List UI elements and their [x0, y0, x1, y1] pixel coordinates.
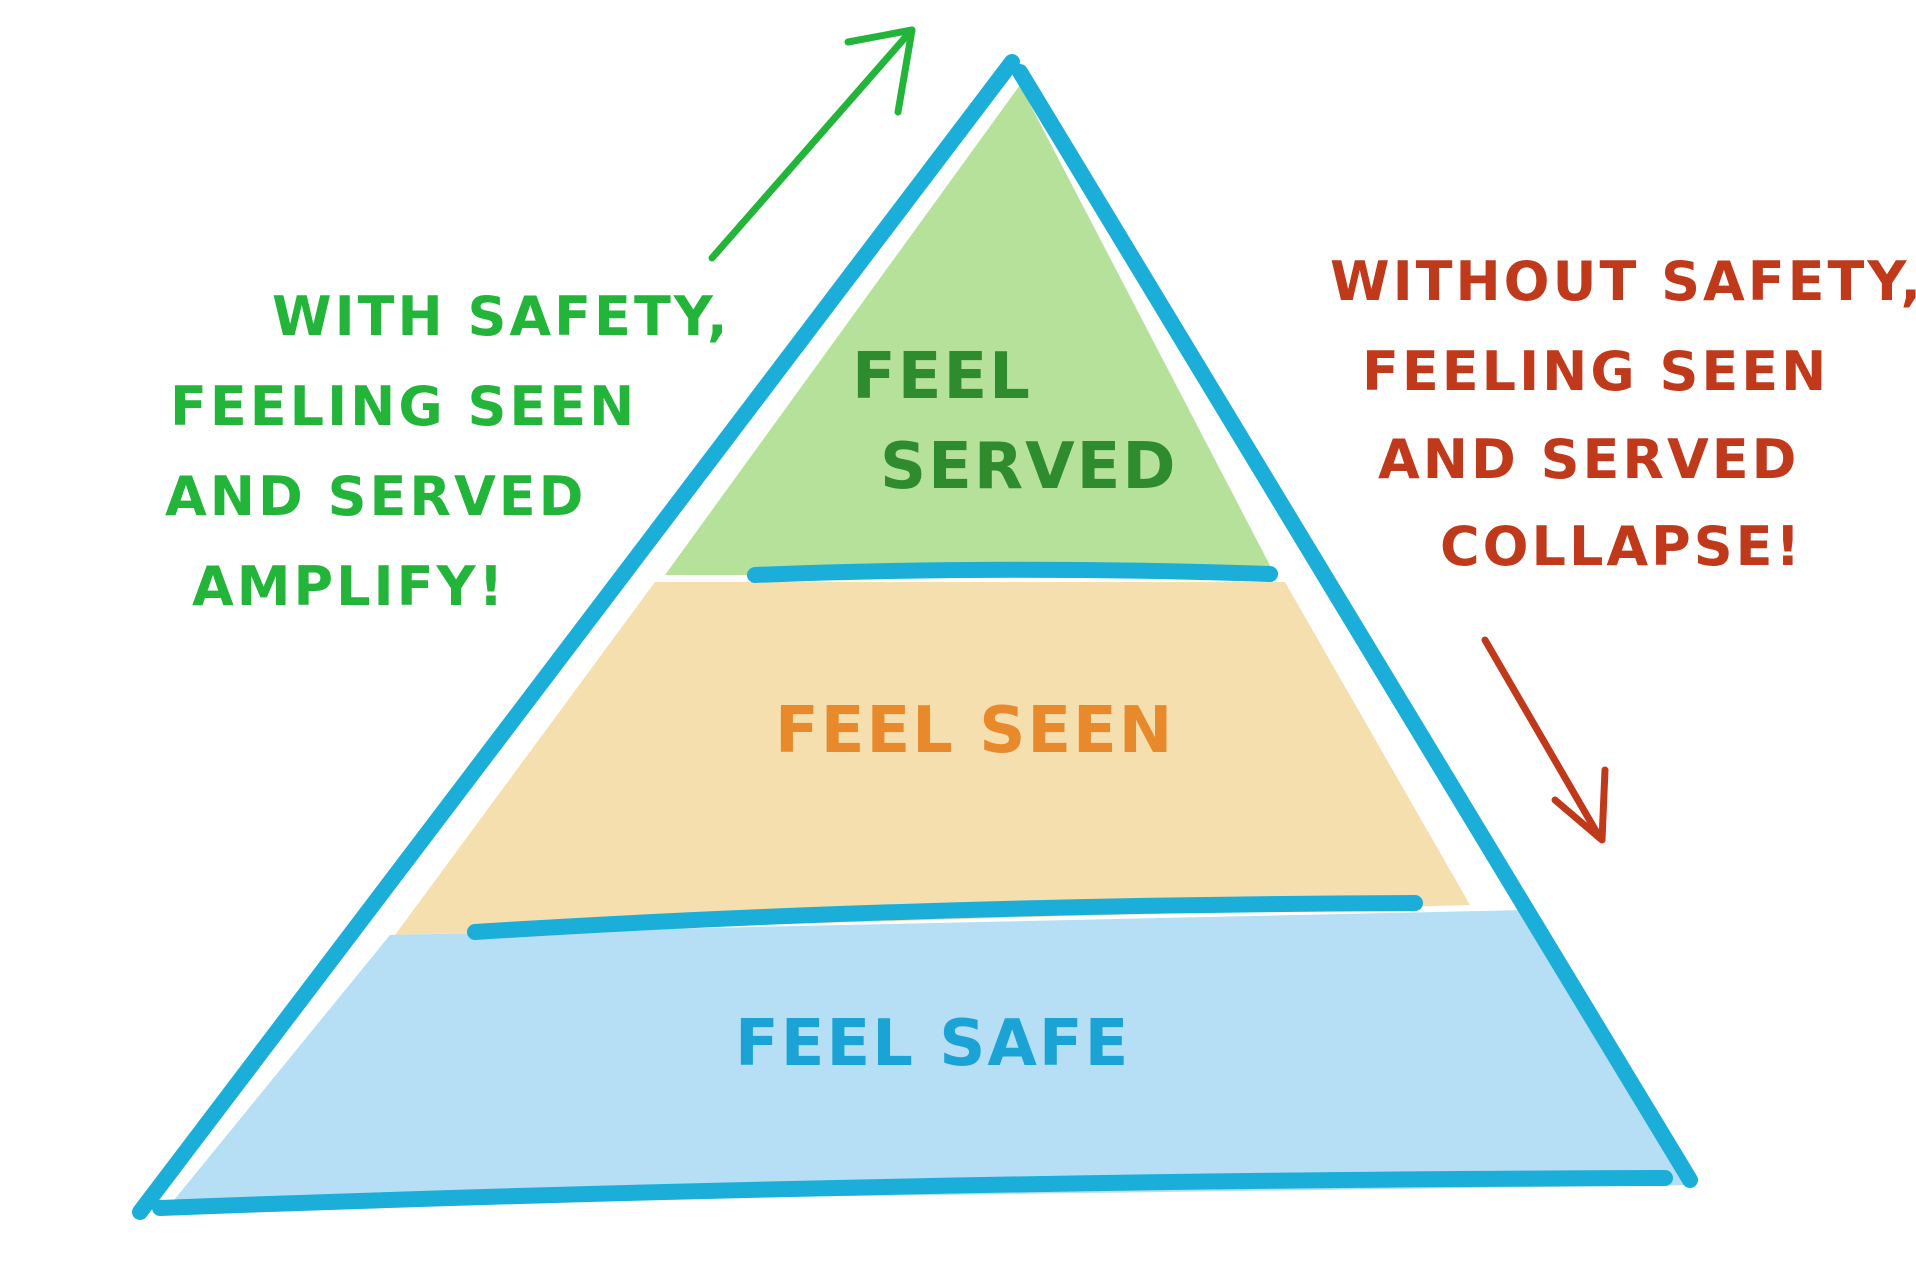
amplify-note-line-1: WITH SAFETY,: [272, 285, 730, 348]
collapse-note-line-1: WITHOUT SAFETY,: [1330, 250, 1916, 313]
collapse-note: WITHOUT SAFETY, FEELING SEEN AND SERVED …: [1330, 250, 1916, 578]
pyramid-right-edge: [1012, 64, 1698, 1188]
amplify-note-line-2: FEELING SEEN: [170, 375, 637, 438]
amplify-note-line-4: AMPLIFY!: [192, 555, 506, 618]
collapse-note-line-3: AND SERVED: [1378, 428, 1799, 491]
pyramid-left-edge: [132, 54, 1020, 1220]
seen-safe-divider: [467, 895, 1423, 940]
collapse-note-line-4: COLLAPSE!: [1440, 515, 1803, 578]
served-label-line-2: SERVED: [880, 430, 1177, 504]
served-seen-divider: [747, 561, 1278, 583]
amplify-note: WITH SAFETY, FEELING SEEN AND SERVED AMP…: [165, 285, 730, 618]
seen-layer-fill: [395, 582, 1470, 935]
seen-label: FEEL SEEN: [775, 694, 1174, 768]
safe-label: FEEL SAFE: [735, 1007, 1130, 1081]
served-label-line-1: FEEL: [852, 340, 1032, 414]
served-layer-fill: [665, 85, 1275, 575]
pyramid-base-line: [152, 1170, 1673, 1216]
safe-layer-fill: [170, 910, 1695, 1205]
pyramid-outline: [132, 54, 1698, 1220]
collapse-note-line-2: FEELING SEEN: [1362, 340, 1829, 403]
arrow-up-right-icon: [708, 26, 916, 262]
arrow-down-right-icon: [1481, 636, 1609, 844]
amplify-note-line-3: AND SERVED: [165, 465, 586, 528]
